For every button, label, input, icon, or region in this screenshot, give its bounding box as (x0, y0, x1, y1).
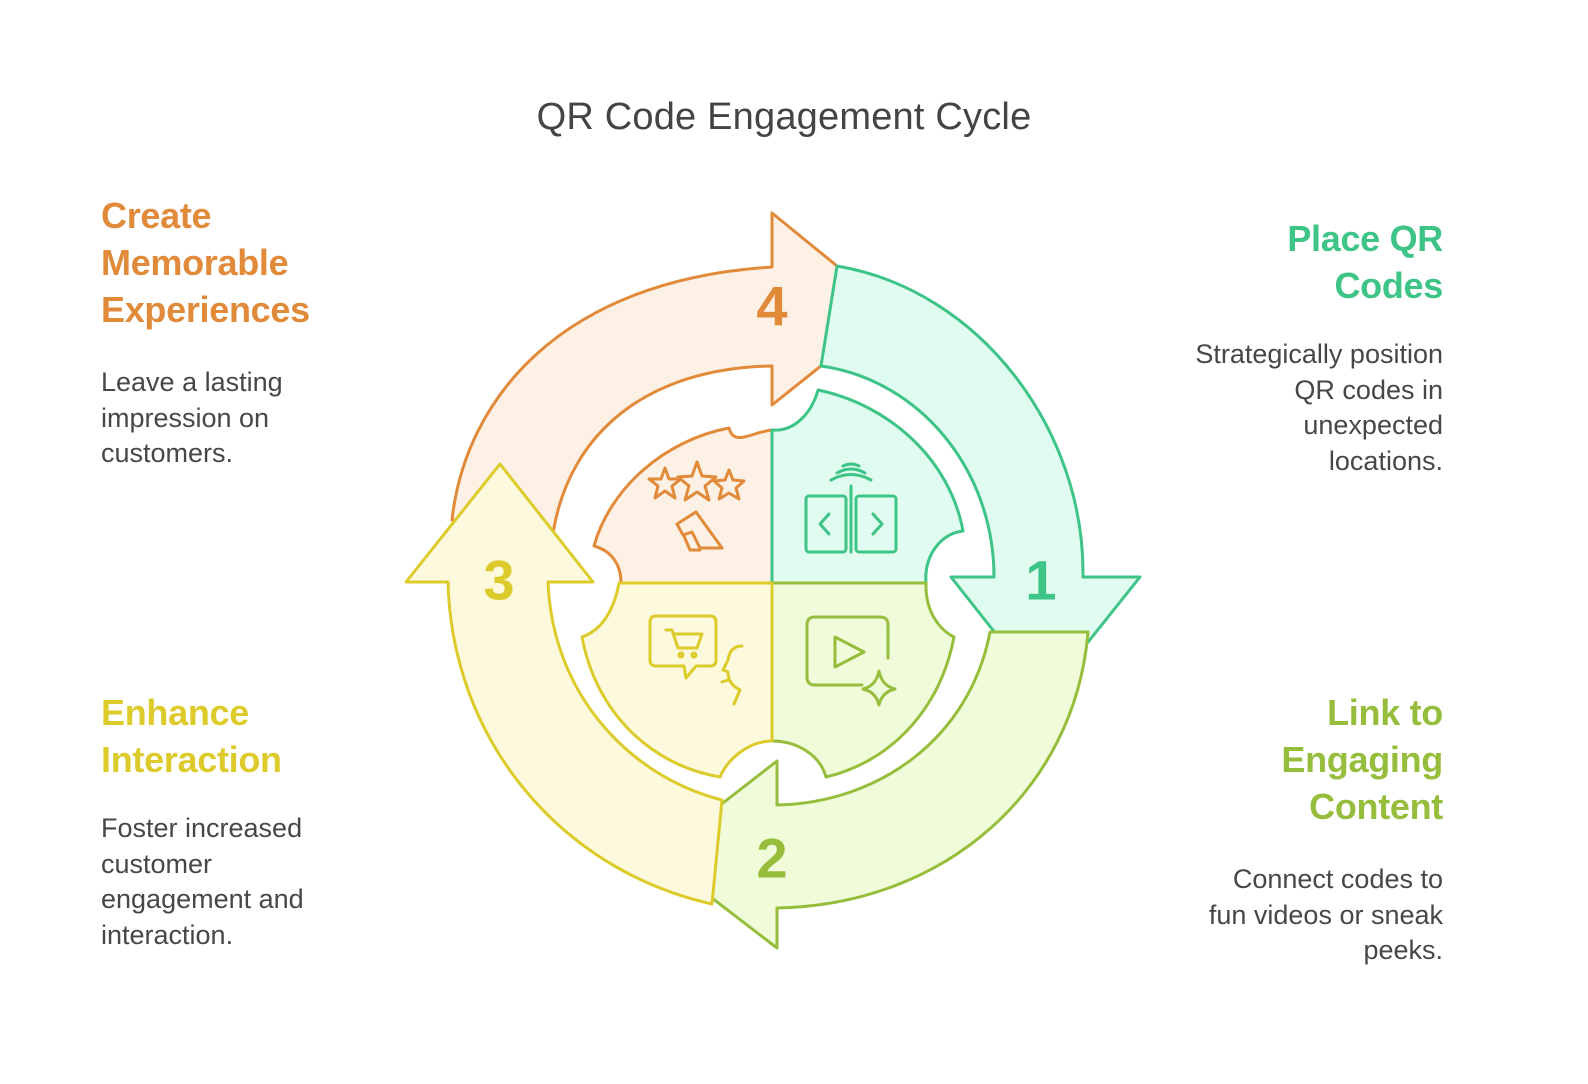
inner-quadrants (580, 388, 965, 779)
qr-scan-icon (804, 462, 898, 554)
step-4-text: Create Memorable Experiences Leave a las… (101, 192, 401, 472)
outer-ring (404, 211, 1142, 950)
step-1-heading-line: Codes (1334, 265, 1443, 306)
arrow-step-4 (450, 211, 893, 535)
step-1-number: 1 (1025, 549, 1056, 612)
step-2-description-line: Connect codes to (1232, 864, 1443, 894)
step-3-description: Foster increased customer engagement and… (101, 811, 401, 953)
step-2-number: 2 (756, 827, 787, 890)
step-2-heading-line: Content (1309, 786, 1443, 827)
step-3-number: 3 (483, 549, 514, 612)
step-3-description-line: Foster increased (101, 813, 303, 843)
step-3-text: Enhance Interaction Foster increased cus… (101, 689, 401, 953)
step-1-text: Place QR Codes Strategically position QR… (1100, 215, 1443, 479)
shopping-chat-icon (648, 614, 744, 706)
step-3-description-line: engagement and (101, 884, 304, 914)
step-4-description-line: Leave a lasting (101, 367, 283, 397)
step-4-heading-line: Create (101, 195, 212, 236)
step-1-heading-line: Place QR (1287, 218, 1443, 259)
step-4-heading-line: Memorable (101, 242, 289, 283)
quadrant-step-2 (770, 581, 956, 779)
step-4-number: 4 (756, 275, 787, 338)
quadrant-step-3 (580, 581, 774, 779)
step-1-heading: Place QR Codes (1100, 215, 1443, 309)
step-1-description-line: Strategically position (1195, 339, 1443, 369)
step-2-description-line: peeks. (1363, 935, 1443, 965)
step-4-heading: Create Memorable Experiences (101, 192, 401, 333)
step-1-description-line: QR codes in (1294, 374, 1443, 405)
step-3-heading-line: Interaction (101, 739, 282, 780)
step-2-text: Link to Engaging Content Connect codes t… (1100, 689, 1443, 969)
step-1-description: Strategically position QR codes in unexp… (1100, 337, 1443, 479)
step-4-heading-line: Experiences (101, 289, 310, 330)
step-4-description-line: customers. (101, 438, 234, 468)
step-4-description-line: impression on (101, 402, 270, 433)
step-2-heading-line: Link to (1327, 692, 1443, 733)
step-2-heading: Link to Engaging Content (1100, 689, 1443, 830)
step-2-description: Connect codes to fun videos or sneak pee… (1100, 862, 1443, 969)
step-3-heading-line: Enhance (101, 692, 249, 733)
step-3-description-line: interaction. (101, 919, 234, 950)
arrow-step-1 (819, 264, 1142, 698)
step-1-description-line: unexpected (1303, 410, 1443, 440)
quadrant-step-1 (770, 388, 965, 585)
arrow-step-3 (404, 462, 724, 906)
video-sparkle-icon (805, 615, 897, 707)
step-3-description-line: customer (101, 848, 213, 879)
step-4-description: Leave a lasting impression on customers. (101, 365, 401, 472)
diagram-title: QR Code Engagement Cycle (536, 96, 1032, 138)
step-3-heading: Enhance Interaction (101, 689, 401, 783)
arrow-step-2 (654, 630, 1090, 950)
step-2-description-line: fun videos or sneak (1208, 899, 1443, 930)
quadrant-step-4 (592, 426, 774, 585)
step-1-description-line: locations. (1328, 445, 1443, 476)
stars-megaphone-icon (647, 460, 746, 552)
step-2-heading-line: Engaging (1281, 739, 1443, 780)
